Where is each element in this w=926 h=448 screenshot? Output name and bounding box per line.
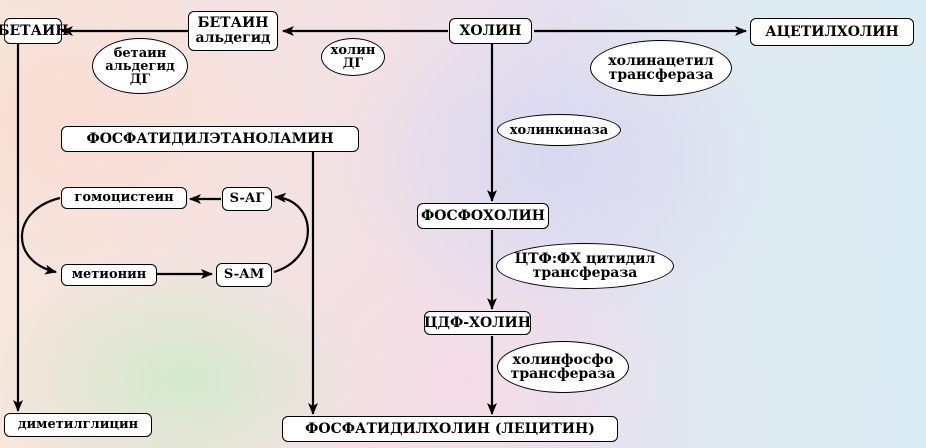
enzyme-cholinephosphotransferase: холинфосфо трансфераза [497,341,629,393]
enzyme-betain-aldehyde-dh-line1: бетаин [113,45,167,61]
enzyme-ctp-pc-cytidylyltransferase-line1: ЦТФ:ФХ цитидил [514,251,656,267]
node-betain-aldehyde-line1: БЕТАИН [197,15,269,32]
node-betain: БЕТАИН [0,18,68,44]
node-choline: ХОЛИН [449,18,532,44]
arrow-s-am-to-s-ag [273,192,309,274]
node-phosphocholine: ФОСФОХОЛИН [417,203,549,229]
node-betain-aldehyde: БЕТАИН альдегид [188,11,278,51]
enzyme-ctp-pc-cytidylyltransferase: ЦТФ:ФХ цитидил трансфераза [496,243,674,289]
enzyme-betain-aldehyde-dh: бетаин альдегид ДГ [92,38,188,94]
enzyme-betain-aldehyde-dh-line2: альдегид [105,58,175,74]
enzyme-choline-acetyltransferase-line2: трансфераза [608,67,714,83]
enzyme-choline-dh: холин ДГ [321,38,385,76]
enzyme-choline-kinase-line1: холинкиназа [509,122,609,138]
node-phosphatidylethanolamine: ФОСФАТИДИЛЭТАНОЛАМИН [61,126,359,152]
node-s-am: S-АМ [216,263,272,287]
node-cdp-choline: ЦДФ-ХОЛИН [424,311,531,335]
node-homocysteine: гомоцистеин [61,187,187,209]
enzyme-choline-dh-line1: холин [330,43,376,58]
enzyme-choline-kinase: холинкиназа [497,114,621,146]
enzyme-cholinephosphotransferase-line1: холинфосфо [512,352,614,368]
enzyme-ctp-pc-cytidylyltransferase-line2: трансфераза [532,265,638,281]
node-methionine: метионин [61,264,157,286]
arrow-homocysteine-to-methionine [20,196,61,275]
node-phosphatidylcholine: ФОСФАТИДИЛХОЛИН (ЛЕЦИТИН) [282,416,618,442]
enzyme-betain-aldehyde-dh-line3: ДГ [129,71,151,87]
node-s-ag: S-АГ [222,187,272,211]
enzyme-choline-acetyltransferase-line1: холинацетил [608,53,714,69]
enzyme-choline-dh-line2: ДГ [342,56,364,71]
node-betain-aldehyde-line2: альдегид [195,30,271,46]
node-dimethylglycine: диметилглицин [4,413,152,437]
node-acetylcholine: АЦЕТИЛХОЛИН [750,18,914,46]
enzyme-cholinephosphotransferase-line2: трансфераза [510,366,616,382]
enzyme-choline-acetyltransferase: холинацетил трансфераза [590,40,732,96]
